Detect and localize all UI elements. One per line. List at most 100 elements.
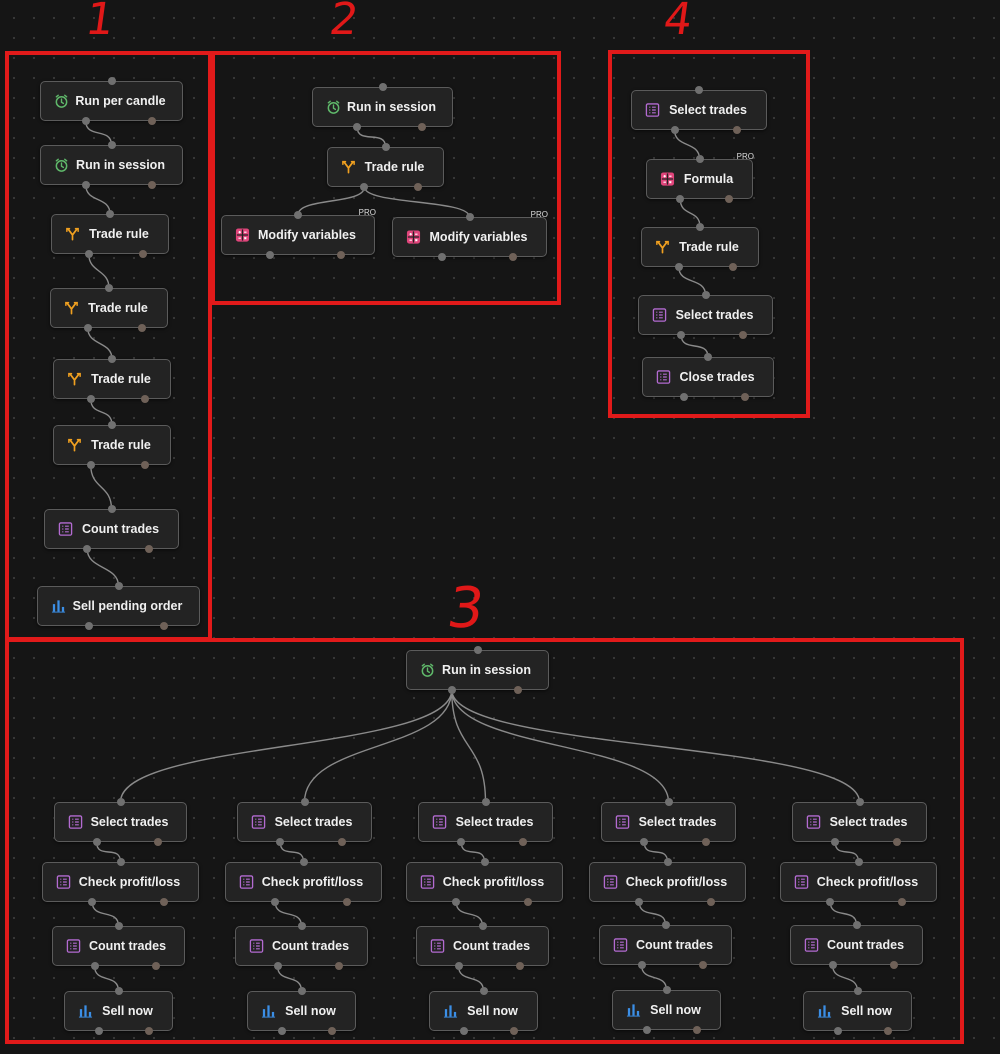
output-port-false[interactable] [145,1027,154,1035]
input-port[interactable] [695,86,703,94]
node-sell-now[interactable]: Sell now [64,991,173,1031]
input-port[interactable] [114,987,123,995]
output-port-false[interactable] [739,331,748,339]
output-port-false[interactable] [707,898,716,906]
node-sell-pending-order[interactable]: Sell pending order [37,586,200,626]
input-port[interactable] [695,155,704,163]
output-port-true[interactable] [670,126,679,134]
output-port-true[interactable] [437,253,446,261]
output-port-true[interactable] [680,393,689,401]
node-run-in-session[interactable]: Run in session [406,650,549,690]
input-port[interactable] [696,223,704,231]
output-port-true[interactable] [271,898,280,906]
node-count-trades[interactable]: Count trades [44,509,179,549]
output-port-false[interactable] [337,251,346,259]
node-select-trades[interactable]: Select trades [418,802,553,842]
node-trade-rule[interactable]: Trade rule [327,147,444,187]
node-select-trades[interactable]: Select trades [792,802,927,842]
input-port[interactable] [297,922,306,930]
input-port[interactable] [853,987,862,995]
output-port-false[interactable] [733,126,742,134]
output-port-true[interactable] [266,251,275,259]
output-port-true[interactable] [828,961,837,969]
output-port-true[interactable] [85,622,94,630]
output-port-false[interactable] [884,1027,893,1035]
output-port-false[interactable] [147,117,156,125]
output-port-true[interactable] [92,838,101,846]
output-port-true[interactable] [83,545,92,553]
node-count-trades[interactable]: Count trades [235,926,368,966]
output-port-false[interactable] [508,253,517,261]
output-port-true[interactable] [86,395,95,403]
output-port-true[interactable] [447,686,456,694]
output-port-false[interactable] [151,962,160,970]
output-port-true[interactable] [826,898,835,906]
output-port-true[interactable] [676,195,685,203]
output-port-true[interactable] [454,962,463,970]
node-sell-now[interactable]: Sell now [247,991,356,1031]
node-select-trades[interactable]: Select trades [638,295,773,335]
output-port-true[interactable] [88,898,97,906]
output-port-false[interactable] [702,838,711,846]
output-port-false[interactable] [160,898,169,906]
node-close-trades[interactable]: Close trades [642,357,774,397]
node-run-in-session[interactable]: Run in session [40,145,183,185]
node-check-profit-loss[interactable]: Check profit/loss [42,862,199,902]
output-port-true[interactable] [674,263,683,271]
node-run-in-session[interactable]: Run in session [312,87,453,127]
output-port-false[interactable] [160,622,169,630]
output-port-false[interactable] [338,838,347,846]
input-port[interactable] [465,213,474,221]
output-port-false[interactable] [145,545,154,553]
output-port-false[interactable] [513,686,522,694]
output-port-true[interactable] [90,962,99,970]
output-port-false[interactable] [138,324,147,332]
input-port[interactable] [378,83,387,91]
output-port-false[interactable] [139,250,148,258]
input-port[interactable] [704,353,712,361]
node-check-profit-loss[interactable]: Check profit/loss [406,862,563,902]
input-port[interactable] [114,582,123,590]
output-port-true[interactable] [642,1026,651,1034]
input-port[interactable] [480,858,489,866]
output-port-true[interactable] [831,838,840,846]
output-port-true[interactable] [360,183,369,191]
input-port[interactable] [662,986,671,994]
output-port-false[interactable] [510,1027,519,1035]
output-port-true[interactable] [459,1027,468,1035]
output-port-false[interactable] [698,961,707,969]
output-port-true[interactable] [640,838,649,846]
output-port-true[interactable] [457,838,466,846]
output-port-false[interactable] [725,195,734,203]
output-port-true[interactable] [273,962,282,970]
node-trade-rule[interactable]: Trade rule [641,227,759,267]
output-port-true[interactable] [94,1027,103,1035]
input-port[interactable] [114,922,123,930]
input-port[interactable] [854,858,863,866]
node-select-trades[interactable]: Select trades [237,802,372,842]
input-port[interactable] [297,987,306,995]
output-port-false[interactable] [147,181,156,189]
output-port-false[interactable] [141,395,150,403]
input-port[interactable] [852,921,861,929]
node-count-trades[interactable]: Count trades [790,925,923,965]
input-port[interactable] [381,143,390,151]
input-port[interactable] [105,284,113,292]
output-port-true[interactable] [833,1027,842,1035]
node-trade-rule[interactable]: Trade rule [50,288,168,328]
input-port[interactable] [478,922,487,930]
input-port[interactable] [107,505,116,513]
input-port[interactable] [294,211,302,219]
output-port-true[interactable] [637,961,646,969]
node-sell-now[interactable]: Sell now [612,990,721,1030]
output-port-false[interactable] [693,1026,702,1034]
input-port[interactable] [701,291,710,299]
input-port[interactable] [108,421,116,429]
node-count-trades[interactable]: Count trades [599,925,732,965]
output-port-true[interactable] [84,250,93,258]
node-select-trades[interactable]: Select trades [631,90,767,130]
input-port[interactable] [107,141,116,149]
output-port-false[interactable] [515,962,524,970]
output-port-false[interactable] [334,962,343,970]
